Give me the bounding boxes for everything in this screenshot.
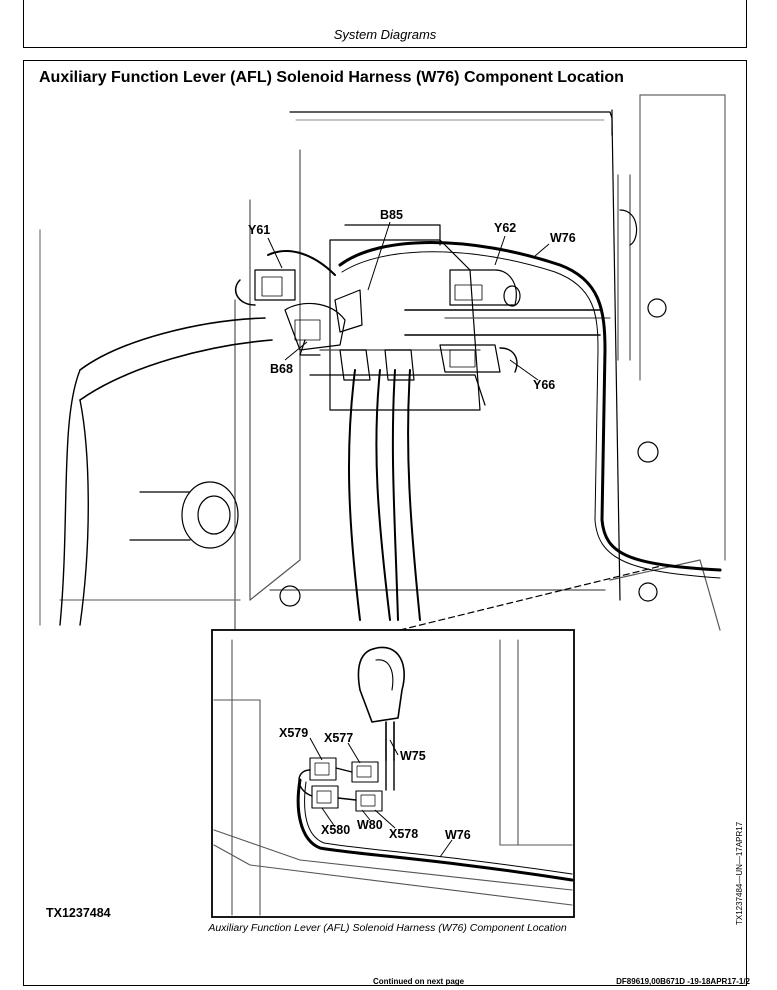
continued-note: Continued on next page [373,977,465,986]
figure-title: Auxiliary Function Lever (AFL) Solenoid … [39,69,624,86]
vertical-figure-tag: TX1237484—UN—17APR17 [735,821,744,925]
figure-frame [23,60,747,986]
document-id: DF89619,00B671D -19-18APR17-1/2 [616,977,750,986]
label-y61: Y61 [248,223,271,237]
label-y62: Y62 [494,221,517,235]
label-y66: Y66 [533,378,556,392]
figure-caption: Auxiliary Function Lever (AFL) Solenoid … [208,922,567,934]
label-x577: X577 [324,731,354,745]
header-box: System Diagrams [23,0,747,48]
label-b68: B68 [270,362,293,376]
figure-id: TX1237484 [46,906,111,920]
label-x578: X578 [389,827,419,841]
label-b85: B85 [380,208,403,222]
section-header: System Diagrams [333,27,437,42]
label-x580: X580 [321,823,351,837]
label-w75: W75 [400,749,426,763]
label-w80: W80 [357,818,383,832]
label-w76-top: W76 [550,231,576,245]
label-w76-inset: W76 [445,828,471,842]
label-x579: X579 [279,726,309,740]
